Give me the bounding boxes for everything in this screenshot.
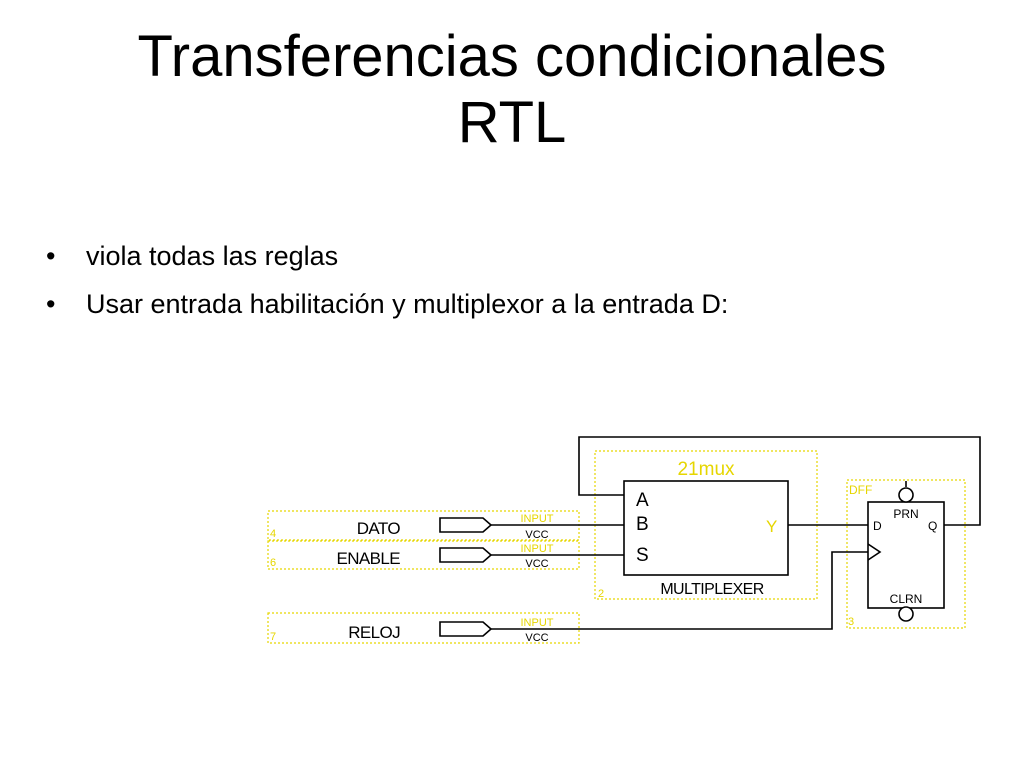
input-indices: 4 6 7 xyxy=(270,528,276,643)
dff-pin-d: D xyxy=(873,519,882,533)
dato-type: INPUT xyxy=(521,513,554,525)
title-line-2: RTL xyxy=(457,90,567,155)
dato-pin-icon xyxy=(439,517,493,533)
dff-pin-prn: PRN xyxy=(893,507,918,521)
dato-index: 4 xyxy=(270,528,276,540)
enable-value: VCC xyxy=(525,558,548,570)
slide-title: Transferencias condicionales RTL xyxy=(0,24,1024,156)
dff-name: DFF xyxy=(849,483,872,497)
dff-pin-q: Q xyxy=(928,519,937,533)
dff-pin-clrn: CLRN xyxy=(890,592,923,606)
dff-symbol-border xyxy=(846,479,966,629)
reloj-value: VCC xyxy=(525,632,548,644)
reloj-name: RELOJ xyxy=(348,623,400,642)
mux-pin-a: A xyxy=(636,490,649,511)
reloj-symbol-border xyxy=(267,612,580,644)
dff-body xyxy=(867,501,945,609)
title-line-1: Transferencias condicionales xyxy=(137,24,887,89)
symbol-borders xyxy=(267,450,966,644)
reloj-index: 7 xyxy=(270,631,276,643)
clrn-bubble-icon xyxy=(898,606,914,622)
input-pins xyxy=(439,517,493,637)
multiplexer-name: 21mux xyxy=(677,459,735,480)
enable-pin-icon xyxy=(439,547,493,563)
reloj-pin-icon xyxy=(439,621,493,637)
input-type-labels: INPUT VCC INPUT VCC INPUT VCC xyxy=(521,513,554,644)
wire-q-feedback xyxy=(578,436,981,526)
mux-pin-b: B xyxy=(636,514,649,535)
reloj-type: INPUT xyxy=(521,617,554,629)
multiplexer-symbol: 21mux A B S Y MULTIPLEXER 2 xyxy=(598,459,789,600)
bullet-item: Usar entrada habilitación y multiplexor … xyxy=(46,280,728,328)
prn-bubble-icon xyxy=(898,487,914,503)
dff-index: 3 xyxy=(848,616,854,628)
dato-name: DATO xyxy=(357,519,401,538)
multiplexer-body xyxy=(623,480,789,576)
multiplexer-index: 2 xyxy=(598,588,604,600)
clock-triangle-icon xyxy=(867,543,882,561)
enable-name: ENABLE xyxy=(337,549,401,568)
wire-reloj-to-clk xyxy=(491,551,868,630)
mux-pin-s: S xyxy=(636,545,649,566)
mux-pin-y: Y xyxy=(766,517,777,536)
bullet-item: viola todas las reglas xyxy=(46,232,728,280)
bullet-list: viola todas las reglas Usar entrada habi… xyxy=(46,232,728,328)
dff-symbol: DFF D Q PRN CLRN 3 xyxy=(848,483,945,628)
enable-index: 6 xyxy=(270,557,276,569)
multiplexer-label: MULTIPLEXER xyxy=(660,581,763,598)
dato-value: VCC xyxy=(525,529,548,541)
enable-type: INPUT xyxy=(521,543,554,555)
input-names: DATO ENABLE RELOJ xyxy=(337,519,401,642)
